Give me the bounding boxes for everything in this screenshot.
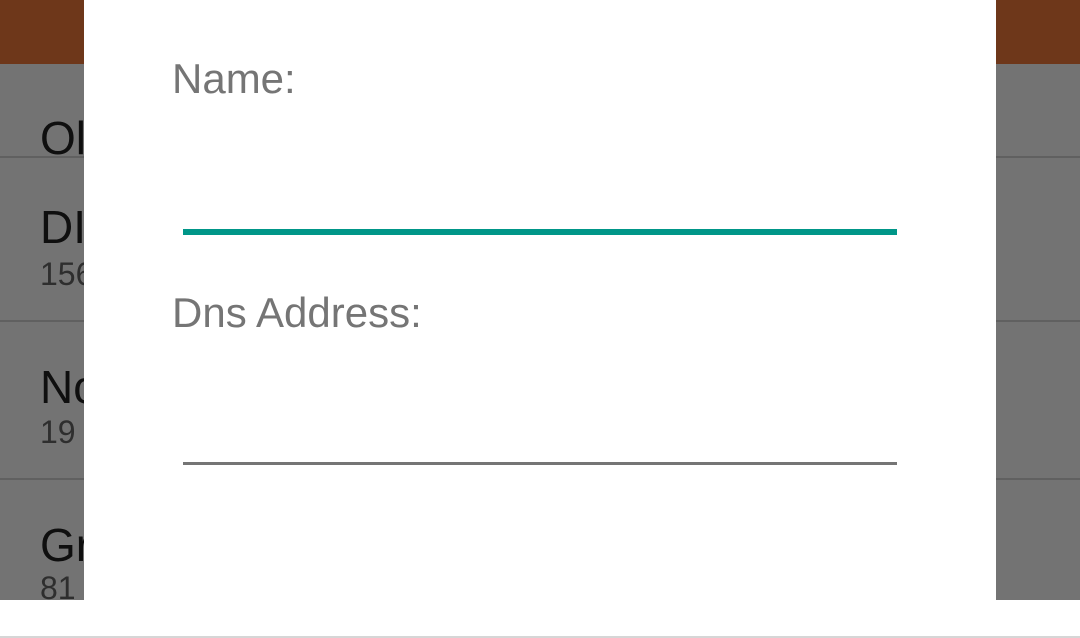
dns-address-label: Dns Address: bbox=[172, 289, 422, 336]
name-input[interactable] bbox=[183, 168, 897, 228]
name-input-underline bbox=[183, 229, 897, 235]
add-dns-dialog: Name: Dns Address: bbox=[84, 0, 996, 600]
dns-address-input[interactable] bbox=[183, 400, 897, 460]
dns-address-input-underline bbox=[183, 462, 897, 465]
name-label: Name: bbox=[172, 55, 296, 102]
